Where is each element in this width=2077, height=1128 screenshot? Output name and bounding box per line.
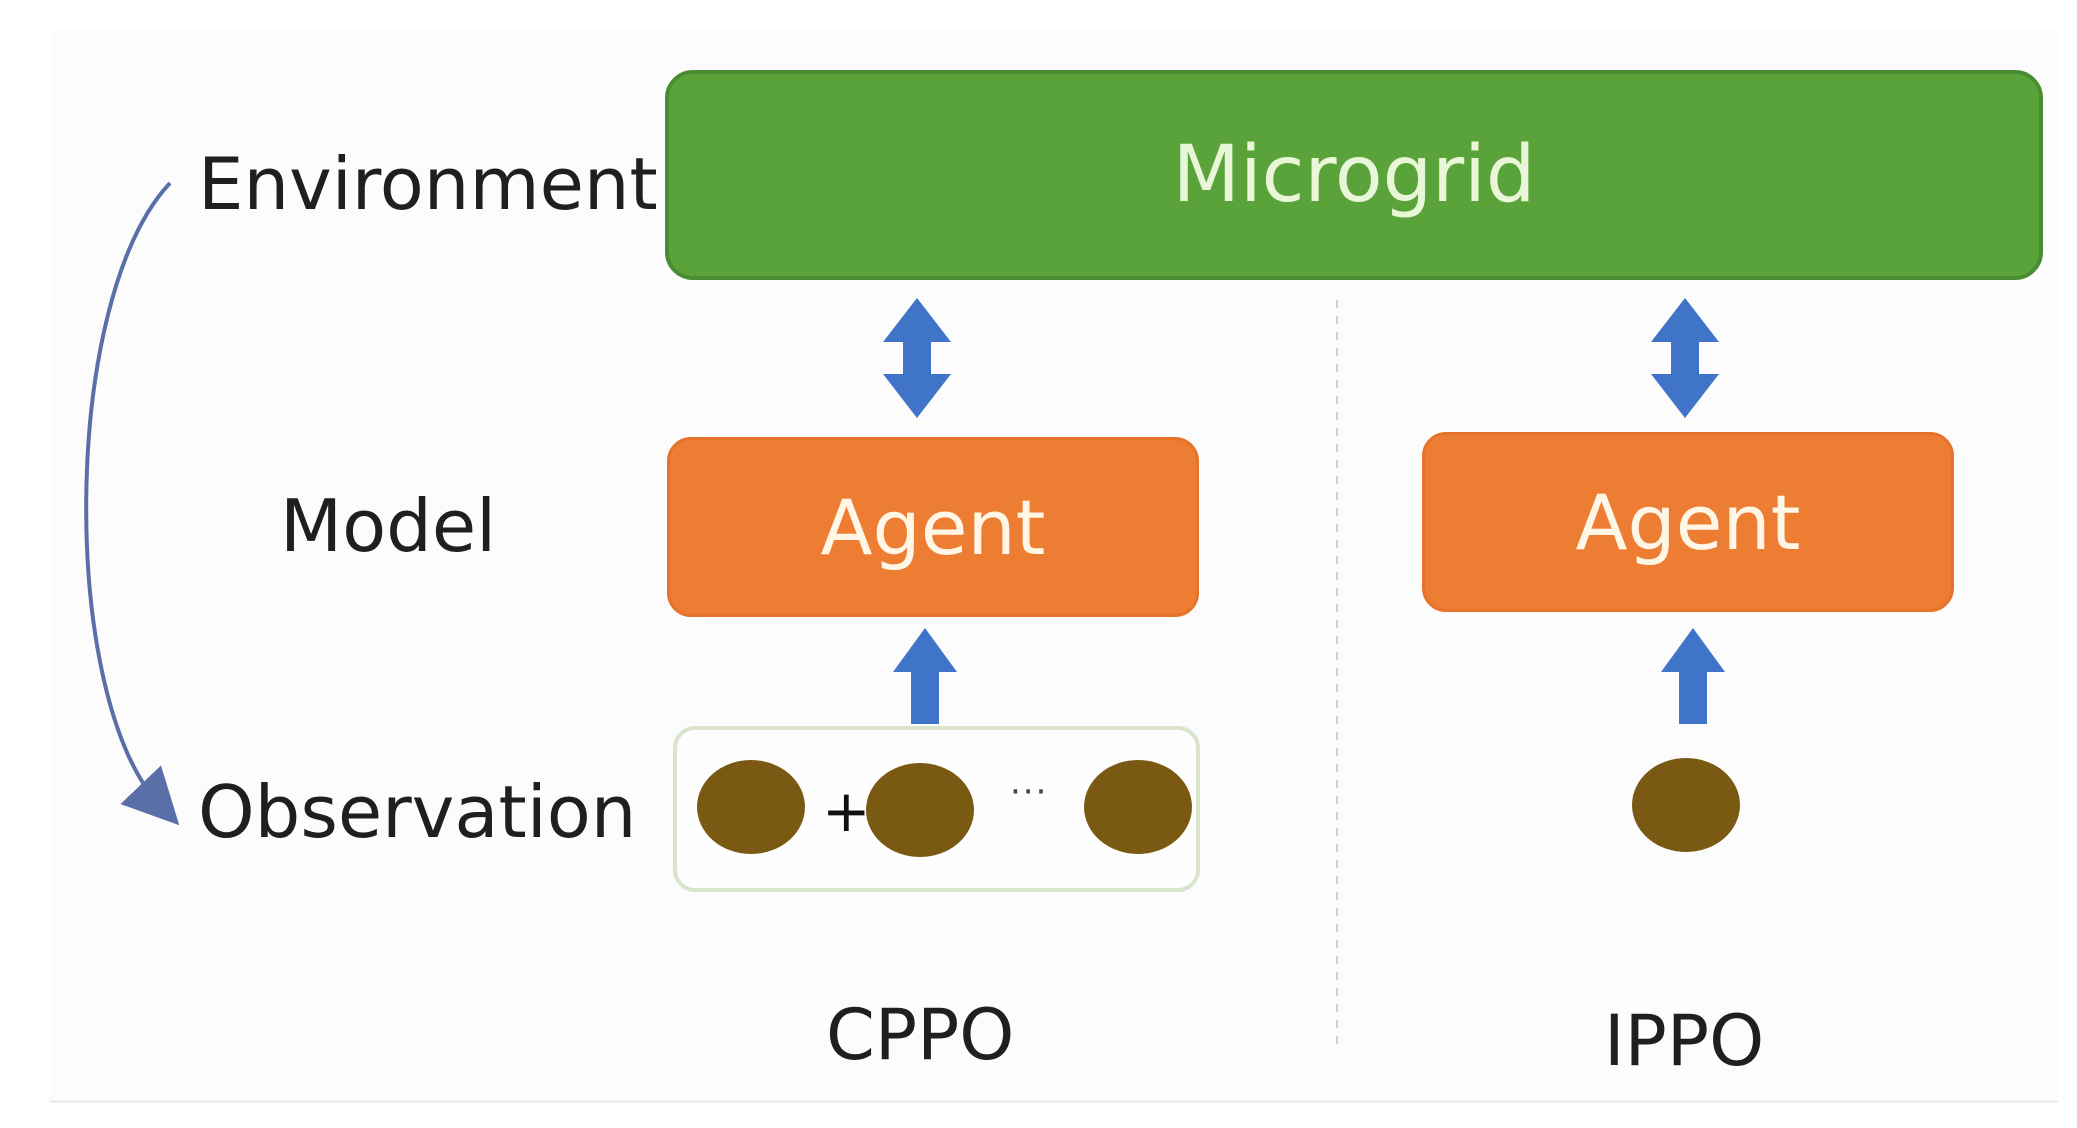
observation-ellipsis: ··· xyxy=(1010,772,1049,812)
cycle-arrow xyxy=(84,181,180,826)
cppo-up-arrow xyxy=(893,628,957,724)
observation-plus-sign: + xyxy=(822,777,871,845)
cppo-double-arrow xyxy=(883,298,951,418)
row-label-model: Model xyxy=(280,484,497,568)
cppo-observation-dot-2 xyxy=(866,763,974,857)
ippo-up-arrow xyxy=(1661,628,1725,724)
cppo-observation-dot-1 xyxy=(697,760,805,854)
cppo-agent-box: Agent xyxy=(667,437,1199,617)
ippo-double-arrow xyxy=(1651,298,1719,418)
row-label-observation: Observation xyxy=(198,770,637,854)
ippo-observation-dot xyxy=(1632,758,1740,852)
ippo-agent-box: Agent xyxy=(1422,432,1954,612)
cppo-observation-dot-3 xyxy=(1084,760,1192,854)
row-label-environment: Environment xyxy=(198,142,658,226)
method-label-cppo: CPPO xyxy=(826,994,1015,1076)
method-label-ippo: IPPO xyxy=(1604,1000,1765,1082)
microgrid-box: Microgrid xyxy=(665,70,2043,280)
